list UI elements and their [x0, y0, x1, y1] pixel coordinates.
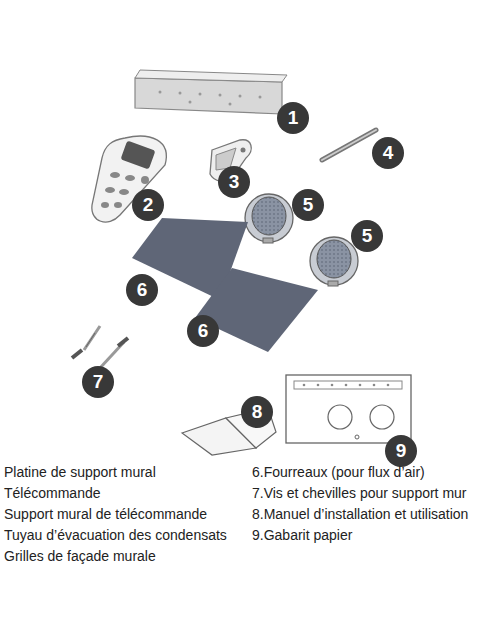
- part-name: Grilles de façade murale: [4, 548, 156, 564]
- callout-circle: 8: [241, 396, 273, 428]
- part-name: Support mural de télécommande: [4, 506, 207, 522]
- callout-number: 4: [383, 142, 394, 164]
- remote-control: [92, 136, 166, 222]
- callout-number: 3: [229, 171, 240, 193]
- paper-template: [286, 375, 411, 443]
- callout-circle: 2: [132, 189, 164, 221]
- callout-circle: 3: [218, 166, 250, 198]
- callout-circle: 6: [187, 315, 219, 347]
- callout-number: 7: [93, 371, 104, 393]
- part-name: 8.Manuel d’installation et utilisation: [252, 506, 468, 522]
- callout-circle: 5: [292, 189, 324, 221]
- callout-number: 6: [137, 279, 148, 301]
- callout-circle: 7: [82, 366, 114, 398]
- airflow-sleeves: [132, 218, 318, 352]
- callout-circle: 1: [277, 102, 309, 134]
- callout-number: 8: [252, 401, 263, 423]
- part-name: 9.Gabarit papier: [252, 527, 352, 543]
- callout-number: 2: [143, 194, 154, 216]
- drain-pipe: [322, 130, 376, 160]
- part-name: 6.Fourreaux (pour flux d’air): [252, 464, 425, 480]
- callout-number: 5: [303, 194, 314, 216]
- part-name: Télécommande: [4, 485, 101, 501]
- callout-number: 5: [362, 225, 373, 247]
- callout-number: 6: [198, 320, 209, 342]
- callout-circle: 5: [351, 220, 383, 252]
- part-name: Tuyau d’évacuation des condensats: [4, 527, 227, 543]
- screws-anchors: [72, 326, 128, 368]
- part-name: 7.Vis et chevilles pour support mur: [252, 485, 467, 501]
- part-name: Platine de support mural: [4, 464, 156, 480]
- callout-circle: 6: [126, 274, 158, 306]
- callout-number: 9: [396, 440, 407, 462]
- callout-circle: 4: [372, 137, 404, 169]
- callout-circle: 9: [385, 435, 417, 467]
- callout-number: 1: [288, 107, 299, 129]
- wall-plate: [135, 70, 287, 114]
